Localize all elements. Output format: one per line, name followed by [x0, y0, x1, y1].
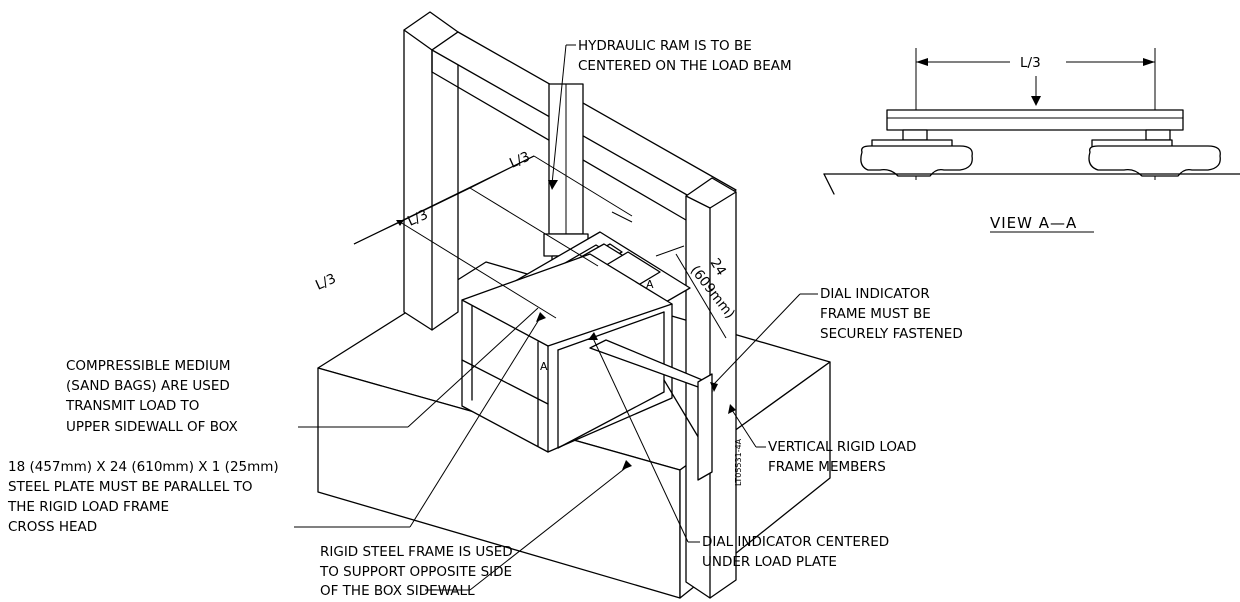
dim-height-in: 24	[707, 256, 730, 279]
svg-text:RIGID STEEL FRAME IS USED: RIGID STEEL FRAME IS USED	[320, 544, 513, 560]
dim-third-1: L/3	[313, 271, 338, 294]
dim-third-3: L/3	[507, 149, 532, 172]
svg-text:STEEL PLATE MUST BE PARALLEL T: STEEL PLATE MUST BE PARALLEL TO	[8, 479, 252, 495]
view-a-a: L/3 VIEW A—A	[823, 48, 1240, 233]
svg-text:CENTERED ON THE LOAD BEAM: CENTERED ON THE LOAD BEAM	[578, 58, 792, 74]
svg-text:TRANSMIT LOAD TO: TRANSMIT LOAD TO	[65, 398, 199, 414]
callout-compressible-medium: COMPRESSIBLE MEDIUM (SAND BAGS) ARE USED…	[65, 358, 238, 435]
svg-text:SECURELY FASTENED: SECURELY FASTENED	[820, 326, 963, 342]
svg-text:UNDER LOAD PLATE: UNDER LOAD PLATE	[702, 554, 837, 570]
leader-lines	[294, 44, 818, 591]
section-mark-bottom: A	[540, 360, 548, 373]
callout-rigid-steel-frame: RIGID STEEL FRAME IS USED TO SUPPORT OPP…	[319, 544, 513, 599]
svg-text:FRAME MUST BE: FRAME MUST BE	[820, 306, 931, 322]
svg-text:(SAND BAGS) ARE USED: (SAND BAGS) ARE USED	[66, 378, 230, 394]
load-frame	[403, 11, 737, 599]
svg-text:CROSS HEAD: CROSS HEAD	[8, 519, 97, 535]
svg-text:UPPER SIDEWALL OF BOX: UPPER SIDEWALL OF BOX	[66, 419, 238, 435]
dim-third-2: L/3	[405, 207, 430, 230]
dimension-lines	[353, 155, 727, 339]
callout-hydraulic-ram: HYDRAULIC RAM IS TO BE CENTERED ON THE L…	[578, 38, 792, 74]
svg-text:VERTICAL RIGID LOAD: VERTICAL RIGID LOAD	[768, 439, 916, 455]
svg-text:HYDRAULIC RAM IS TO BE: HYDRAULIC RAM IS TO BE	[578, 38, 752, 54]
callout-vertical-frame-members: VERTICAL RIGID LOAD FRAME MEMBERS	[768, 439, 916, 475]
view-label: VIEW A—A	[990, 214, 1077, 232]
svg-text:DIAL INDICATOR: DIAL INDICATOR	[820, 286, 930, 302]
svg-text:DIAL INDICATOR CENTERED: DIAL INDICATOR CENTERED	[702, 534, 889, 550]
view-dim-third: L/3	[1020, 55, 1041, 71]
svg-text:THE RIGID LOAD FRAME: THE RIGID LOAD FRAME	[7, 499, 169, 515]
section-mark-top: A	[646, 278, 654, 291]
callout-dial-indicator-centered: DIAL INDICATOR CENTERED UNDER LOAD PLATE	[702, 534, 889, 570]
box-assembly	[461, 253, 713, 481]
svg-text:FRAME MEMBERS: FRAME MEMBERS	[768, 459, 886, 475]
svg-text:COMPRESSIBLE MEDIUM: COMPRESSIBLE MEDIUM	[66, 358, 231, 374]
svg-text:OF THE BOX SIDEWALL: OF THE BOX SIDEWALL	[320, 583, 475, 599]
callout-dial-indicator-frame: DIAL INDICATOR FRAME MUST BE SECURELY FA…	[820, 286, 963, 342]
drawing-number: LT05531-4A	[734, 438, 743, 486]
callout-steel-plate: 18 (457mm) X 24 (610mm) X 1 (25mm) STEEL…	[7, 459, 279, 535]
svg-text:18 (457mm) X 24 (610mm) X 1 (2: 18 (457mm) X 24 (610mm) X 1 (25mm)	[8, 459, 279, 475]
svg-text:TO SUPPORT OPPOSITE SIDE: TO SUPPORT OPPOSITE SIDE	[319, 564, 512, 580]
